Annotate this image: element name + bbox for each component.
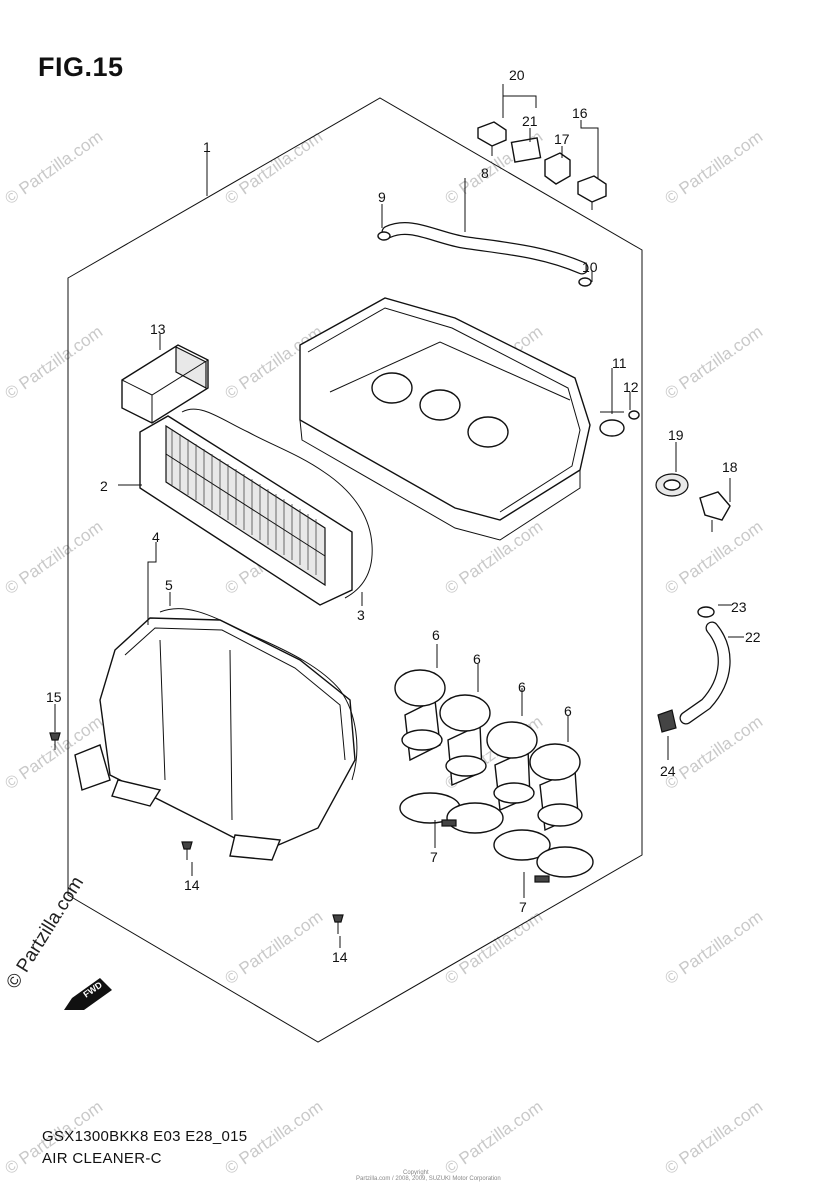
watermark: © Partzilla.com xyxy=(661,127,766,208)
callout-11: 11 xyxy=(612,355,627,371)
watermark: © Partzilla.com xyxy=(661,1097,766,1178)
side-watermark: © Partzilla.com xyxy=(2,873,88,993)
fwd-arrow-icon: FWD xyxy=(64,978,112,1010)
clamps-7 xyxy=(399,792,594,883)
watermark: © Partzilla.com xyxy=(441,517,546,598)
callout-20: 20 xyxy=(509,67,525,83)
callout-19: 19 xyxy=(668,427,684,443)
copyright-line-2: Partzilla.com / 2008, 2009, SUZUKI Motor… xyxy=(356,1176,501,1182)
callout-12: 12 xyxy=(623,379,639,395)
assembly-boundary xyxy=(67,97,643,1043)
callout-6b: 6 xyxy=(473,651,481,667)
seal-3 xyxy=(181,408,373,599)
connectors-group xyxy=(477,121,607,210)
watermark: © Partzilla.com xyxy=(221,907,326,988)
callout-10: 10 xyxy=(582,259,598,275)
callout-21: 21 xyxy=(522,113,538,129)
watermark: © Partzilla.com xyxy=(1,127,106,208)
callout-15: 15 xyxy=(46,689,62,705)
callout-23: 23 xyxy=(731,599,747,615)
air-filter-element-2 xyxy=(139,415,353,606)
watermark: © Partzilla.com xyxy=(441,1097,546,1178)
callout-1: 1 xyxy=(203,139,211,155)
callout-8: 8 xyxy=(481,165,489,181)
diagram-name: AIR CLEANER-C xyxy=(42,1150,162,1167)
callout-16: 16 xyxy=(572,105,588,121)
callout-14a: 14 xyxy=(184,877,200,893)
callout-24: 24 xyxy=(660,763,676,779)
callout-6a: 6 xyxy=(432,627,440,643)
outlet-tubes-6 xyxy=(394,669,583,832)
figure-title: FIG.15 xyxy=(38,52,124,82)
upper-air-cleaner-case xyxy=(299,297,591,541)
callout-13: 13 xyxy=(150,321,166,337)
callout-18: 18 xyxy=(722,459,738,475)
callout-17: 17 xyxy=(554,131,570,147)
callouts: 1 2 3 4 5 6 6 6 6 7 7 8 9 10 11 12 13 14… xyxy=(46,67,761,965)
callout-6d: 6 xyxy=(564,703,572,719)
screws xyxy=(49,732,344,934)
callout-2: 2 xyxy=(100,478,108,494)
callout-14b: 14 xyxy=(332,949,348,965)
drain-hose-22 xyxy=(657,606,731,733)
callout-7b: 7 xyxy=(519,899,527,915)
grommet-plug-group xyxy=(599,410,731,532)
intake-cover-13 xyxy=(121,344,209,424)
breather-hose-8 xyxy=(377,222,592,287)
watermark: © Partzilla.com xyxy=(661,322,766,403)
callout-6c: 6 xyxy=(518,679,526,695)
watermark: © Partzilla.com xyxy=(661,517,766,598)
callout-9: 9 xyxy=(378,189,386,205)
lower-air-cleaner-case xyxy=(74,617,356,861)
watermark: © Partzilla.com xyxy=(661,907,766,988)
model-code: GSX1300BKK8 E03 E28_015 xyxy=(42,1128,248,1145)
callout-4: 4 xyxy=(152,529,160,545)
callout-7a: 7 xyxy=(430,849,438,865)
leader-lines xyxy=(54,84,744,948)
callout-3: 3 xyxy=(357,607,365,623)
callout-22: 22 xyxy=(745,629,761,645)
copyright-line-1: Copyright xyxy=(403,1170,429,1176)
seal-5 xyxy=(159,608,358,781)
watermark: © Partzilla.com xyxy=(1,517,106,598)
watermark: © Partzilla.com xyxy=(661,712,766,793)
callout-5: 5 xyxy=(165,577,173,593)
watermark: © Partzilla.com xyxy=(221,127,326,208)
watermark: © Partzilla.com xyxy=(1,322,106,403)
